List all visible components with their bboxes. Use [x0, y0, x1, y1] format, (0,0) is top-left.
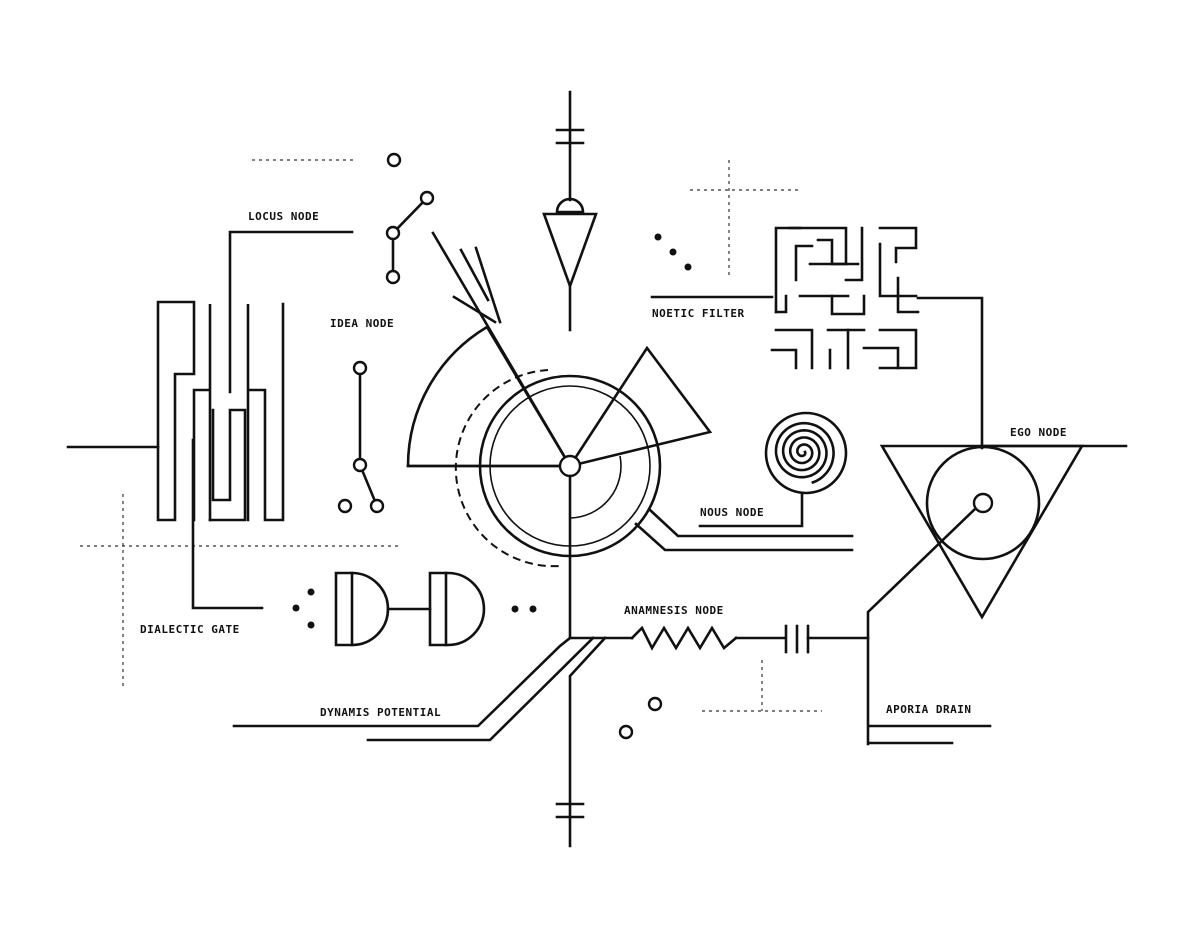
- label-locus-node: LOCUS NODE: [248, 210, 319, 223]
- dialectic-gate-meander: [66, 230, 354, 610]
- top-terminal: [542, 90, 598, 332]
- noetic-filter-maze: [650, 226, 984, 450]
- label-noetic-filter: NOETIC FILTER: [652, 307, 745, 320]
- label-ego-node: EGO NODE: [1010, 426, 1067, 439]
- ego-node: [866, 444, 1128, 746]
- central-core: [406, 231, 854, 640]
- spiral-icon: [698, 411, 848, 528]
- label-idea-node: IDEA NODE: [330, 317, 394, 330]
- label-dynamis-potential: DYNAMIS POTENTIAL: [320, 706, 441, 719]
- diagram-labels: LOCUS NODE IDEA NODE NOETIC FILTER EGO N…: [140, 210, 1067, 719]
- label-anamnesis-node: ANAMNESIS NODE: [624, 604, 724, 617]
- label-dialectic-gate: DIALECTIC GATE: [140, 623, 240, 636]
- label-nous-node: NOUS NODE: [700, 506, 764, 519]
- logic-gates: [292, 571, 537, 647]
- guide-lines: [80, 159, 822, 712]
- dot-cluster: [654, 233, 692, 271]
- lower-bus: [232, 624, 870, 848]
- idea-node-chain: [337, 152, 435, 514]
- label-aporia-drain: APORIA DRAIN: [886, 703, 971, 716]
